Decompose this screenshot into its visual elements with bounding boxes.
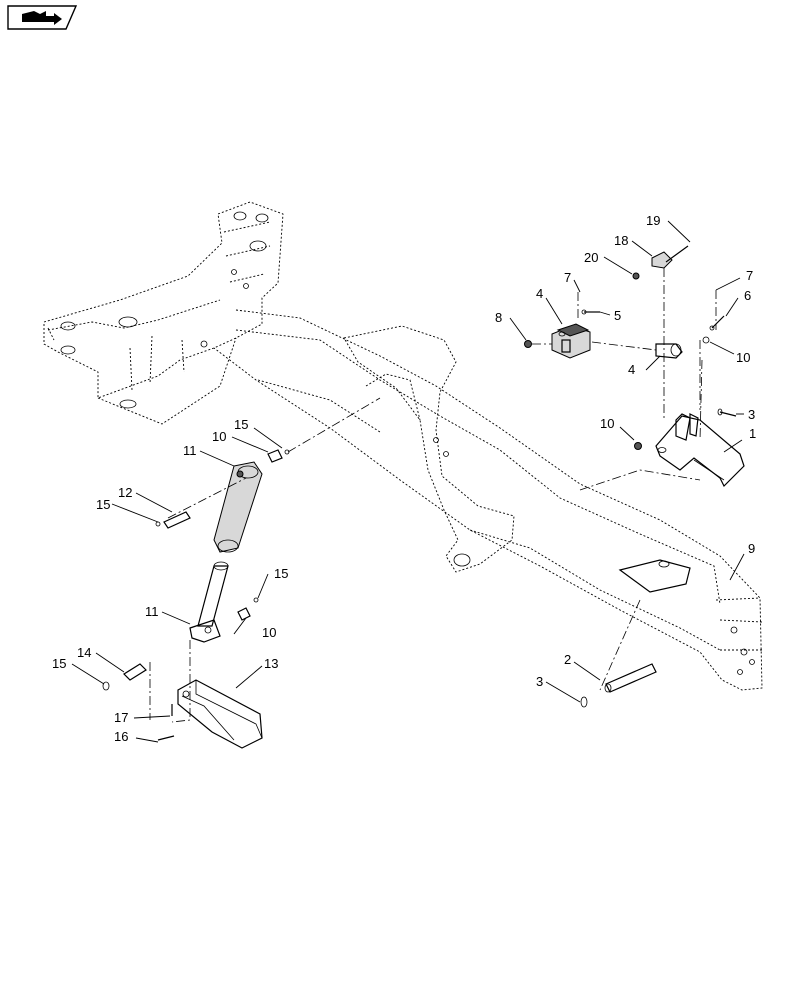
- callout-1: 1: [749, 426, 756, 441]
- callout-9: 9: [748, 541, 755, 556]
- callout-3-lower: 3: [536, 674, 543, 689]
- pin-6: [709, 315, 725, 331]
- fitting-10-upper: [267, 449, 290, 463]
- pin-16: [157, 735, 175, 741]
- nut-8: [524, 340, 532, 348]
- callout-7-right: 7: [746, 268, 753, 283]
- pin-14: [102, 663, 147, 691]
- callout-15-lower-left: 15: [52, 656, 66, 671]
- callout-2: 2: [564, 652, 571, 667]
- actuator-4: [551, 323, 591, 359]
- clevis-4: [655, 343, 683, 359]
- bracket-13: [177, 679, 263, 749]
- callout-15-upper-right: 15: [234, 417, 248, 432]
- lift-brace: [618, 559, 691, 593]
- assembly-lines: [149, 268, 717, 723]
- callout-10-right-mid: 10: [600, 416, 614, 431]
- callout-18: 18: [614, 233, 628, 248]
- callout-8: 8: [495, 310, 502, 325]
- callout-7-left: 7: [564, 270, 571, 285]
- callout-12: 12: [118, 485, 132, 500]
- callout-15-mid: 15: [274, 566, 288, 581]
- hitch-bracket: [655, 413, 745, 488]
- callout-4-lower: 4: [628, 362, 635, 377]
- callout-17: 17: [114, 710, 128, 725]
- callout-10-right-upper: 10: [736, 350, 750, 365]
- pin-12: [155, 511, 191, 529]
- callout-20: 20: [584, 250, 598, 265]
- clip-3-lower: [580, 696, 588, 708]
- fitting-10-lower: [237, 597, 259, 621]
- pin-2: [604, 663, 657, 693]
- callout-5: 5: [614, 308, 621, 323]
- bolt-5: [581, 309, 600, 315]
- tongue-beam: [213, 309, 763, 691]
- callout-3-upper: 3: [748, 407, 755, 422]
- callout-4-upper: 4: [536, 286, 543, 301]
- callout-19: 19: [646, 213, 660, 228]
- callout-10-left-lower: 10: [262, 625, 276, 640]
- callout-6: 6: [744, 288, 751, 303]
- clip-18: [651, 251, 673, 269]
- callout-11-lower: 11: [145, 604, 159, 619]
- book-arrow-icon[interactable]: [7, 5, 78, 30]
- leader-lines: [71, 220, 745, 743]
- callout-14: 14: [77, 645, 91, 660]
- callout-15-left: 15: [96, 497, 110, 512]
- main-frame: [43, 201, 284, 425]
- callout-11-upper: 11: [183, 443, 197, 458]
- washer-20: [632, 272, 640, 280]
- callout-10-left-upper: 10: [212, 429, 226, 444]
- gooseneck: [343, 325, 515, 573]
- callout-13: 13: [264, 656, 278, 671]
- cylinder-11: [189, 461, 263, 643]
- pin-3-upper: [717, 408, 737, 417]
- nut-10-right: [634, 336, 710, 450]
- callouts: 1 2 3 3 4 4 5 6 7 7 8 9 10 10 10 10 11 1…: [52, 213, 756, 744]
- callout-16: 16: [114, 729, 128, 744]
- pin-19: [665, 245, 689, 263]
